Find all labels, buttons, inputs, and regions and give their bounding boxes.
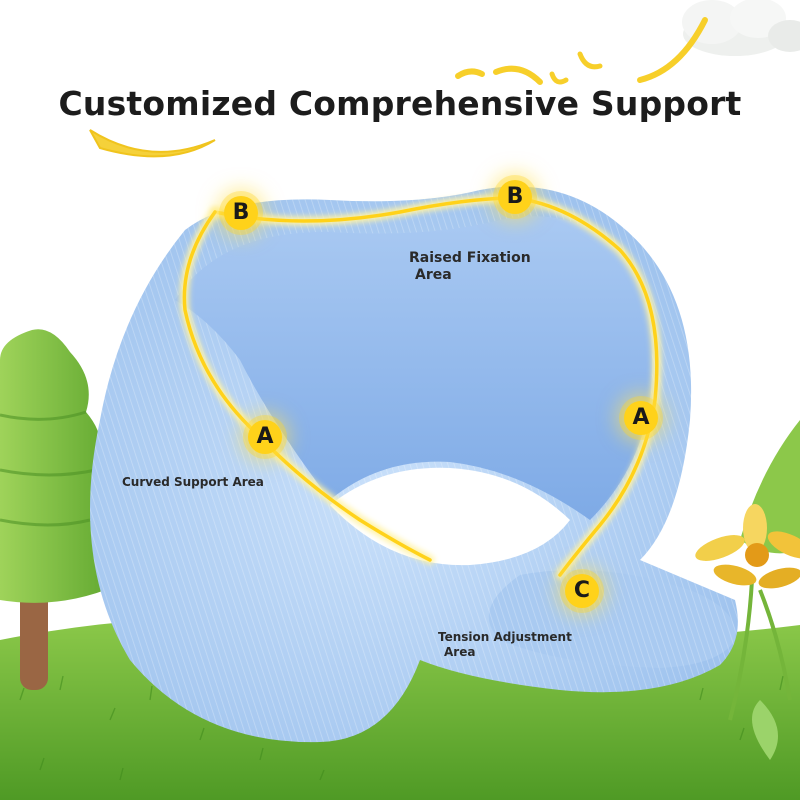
marker-a-left: A xyxy=(248,420,282,454)
pillow-inner-surface xyxy=(175,216,652,520)
flower-illustration xyxy=(695,504,800,760)
marker-c: C xyxy=(565,574,599,608)
tension-adjustment-label-line2: Area xyxy=(444,645,476,659)
marker-a-right: A xyxy=(624,401,658,435)
curved-support-label: Curved Support Area xyxy=(122,475,264,489)
raised-fixation-label-line2: Area xyxy=(415,267,452,283)
tree-illustration xyxy=(0,329,118,690)
raised-fixation-label-line1: Raised Fixation xyxy=(409,250,531,266)
raised-fixation-label: Raised Fixation Area xyxy=(409,250,531,284)
tension-adjustment-label-line1: Tension Adjustment xyxy=(438,630,572,644)
decorative-swoosh xyxy=(89,17,708,158)
marker-b-left: B xyxy=(224,196,258,230)
cloud-illustration xyxy=(682,0,800,56)
tension-adjustment-label: Tension Adjustment Area xyxy=(438,630,572,660)
marker-b-right: B xyxy=(498,180,532,214)
page-headline: Customized Comprehensive Support xyxy=(58,84,742,123)
grass-texture xyxy=(19,675,784,781)
